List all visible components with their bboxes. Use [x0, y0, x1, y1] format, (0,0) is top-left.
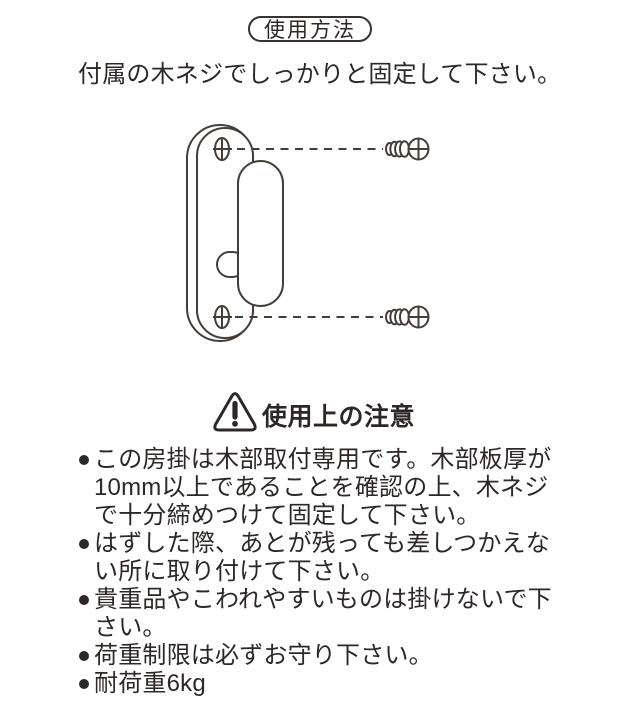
bullet-icon	[79, 595, 89, 605]
note-text: この房掛は木部取付専用です。木部板厚が10mm以上であることを確認の上、木ネジで…	[94, 446, 552, 529]
precaution-list: この房掛は木部取付専用です。木部板厚が10mm以上であることを確認の上、木ネジで…	[78, 446, 568, 698]
hook-mounting-diagram	[186, 124, 430, 342]
wood-screw-bottom-icon	[385, 305, 430, 329]
note-item: はずした際、あとが残っても差しつかえない所に取り付けて下さい。	[78, 530, 568, 586]
note-item: この房掛は木部取付専用です。木部板厚が10mm以上であることを確認の上、木ネジで…	[78, 446, 568, 530]
note-item: 貴重品やこわれやすいものは掛けないで下さい。	[78, 586, 568, 642]
screw-hole-bottom-icon	[213, 305, 232, 329]
note-text: はずした際、あとが残っても差しつかえない所に取り付けて下さい。	[94, 530, 550, 585]
usage-title-badge: 使用方法	[248, 16, 372, 42]
note-text: 耐荷重6kg	[94, 670, 206, 697]
usage-title-label: 使用方法	[264, 19, 356, 42]
caution-heading: 使用上の注意	[262, 403, 416, 431]
caution-section-header: 使用上の注意	[0, 388, 635, 434]
bullet-icon	[79, 455, 89, 465]
bullet-icon	[79, 651, 89, 661]
note-item: 耐荷重6kg	[78, 670, 568, 698]
wood-screw-top-icon	[385, 137, 430, 161]
note-text: 荷重制限は必ずお守り下さい。	[94, 642, 433, 669]
screw-hole-top-icon	[213, 137, 232, 161]
warning-triangle-icon	[213, 392, 257, 432]
note-item: 荷重制限は必ずお守り下さい。	[78, 642, 568, 670]
note-text: 貴重品やこわれやすいものは掛けないで下さい。	[94, 586, 552, 641]
bullet-icon	[79, 679, 89, 689]
hook-knob	[237, 160, 284, 307]
bullet-icon	[79, 539, 89, 549]
instruction-text: 付属の木ネジでしっかりと固定して下さい。	[78, 61, 562, 88]
